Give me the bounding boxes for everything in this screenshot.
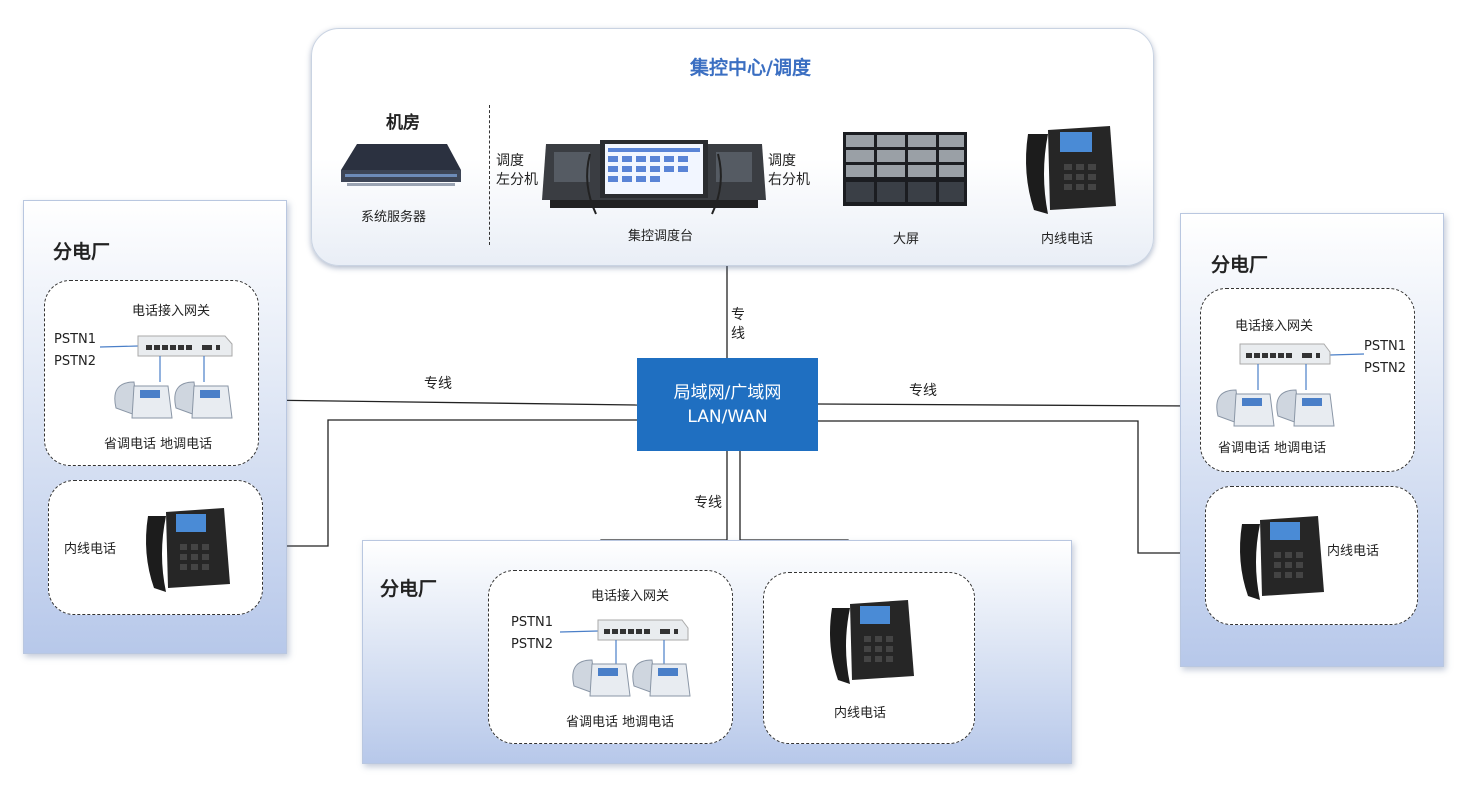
server-label: 系统服务器 xyxy=(361,210,427,225)
right-plant-title: 分电厂 xyxy=(1211,254,1269,276)
right-ip-phone-icon xyxy=(1240,516,1324,600)
console-left-ext-label: 调度左分机 xyxy=(496,153,538,188)
bottom-ip-phone-icon xyxy=(830,600,914,684)
control-center-title: 集控中心/调度 xyxy=(690,57,811,79)
right-gateway-label: 电话接入网关 xyxy=(1235,319,1314,334)
video-wall-icon xyxy=(843,132,967,206)
left-desk-phones-icon xyxy=(114,381,233,419)
right-phones-label: 省调电话 地调电话 xyxy=(1218,441,1327,456)
dedicated-line-bottom-label: 专线 xyxy=(694,495,722,511)
dedicated-line-top-label: 专线 xyxy=(731,307,745,342)
dispatch-console-icon xyxy=(542,140,766,215)
left-inner-phone-label: 内线电话 xyxy=(64,542,117,557)
dedicated-line-right-label: 专线 xyxy=(909,383,937,399)
right-gateway-icon xyxy=(1239,343,1364,390)
ip-phone-icon xyxy=(1026,126,1116,214)
bottom-desk-phones-icon xyxy=(572,659,691,697)
server-icon xyxy=(341,144,461,186)
lan-wan-node: 局域网/广域网 LAN/WAN xyxy=(637,358,818,451)
left-phones-label: 省调电话 地调电话 xyxy=(104,437,213,452)
bottom-gateway-label: 电话接入网关 xyxy=(591,589,670,604)
right-inner-phone-label: 内线电话 xyxy=(1327,544,1380,559)
screen-label: 大屏 xyxy=(893,232,920,247)
machine-room-label: 机房 xyxy=(386,113,420,133)
dedicated-line-left-label: 专线 xyxy=(424,376,452,392)
bottom-phones-label: 省调电话 地调电话 xyxy=(566,715,675,730)
bottom-gateway-icon xyxy=(560,619,689,666)
bottom-inner-phone-label: 内线电话 xyxy=(834,706,887,721)
divider xyxy=(489,105,490,245)
right-gateway-group xyxy=(1200,288,1415,472)
left-ip-phone-icon xyxy=(146,508,230,592)
right-desk-phones-icon xyxy=(1216,389,1335,427)
left-plant-title: 分电厂 xyxy=(53,241,111,263)
left-gateway-icon xyxy=(100,335,233,382)
bottom-plant-title: 分电厂 xyxy=(380,578,438,600)
left-gateway-label: 电话接入网关 xyxy=(132,304,211,319)
console-right-ext-label: 调度右分机 xyxy=(768,153,810,188)
bottom-gateway-group xyxy=(488,570,733,744)
left-gateway-group xyxy=(44,280,259,466)
console-label: 集控调度台 xyxy=(628,229,694,244)
center-phone-label: 内线电话 xyxy=(1041,232,1094,247)
